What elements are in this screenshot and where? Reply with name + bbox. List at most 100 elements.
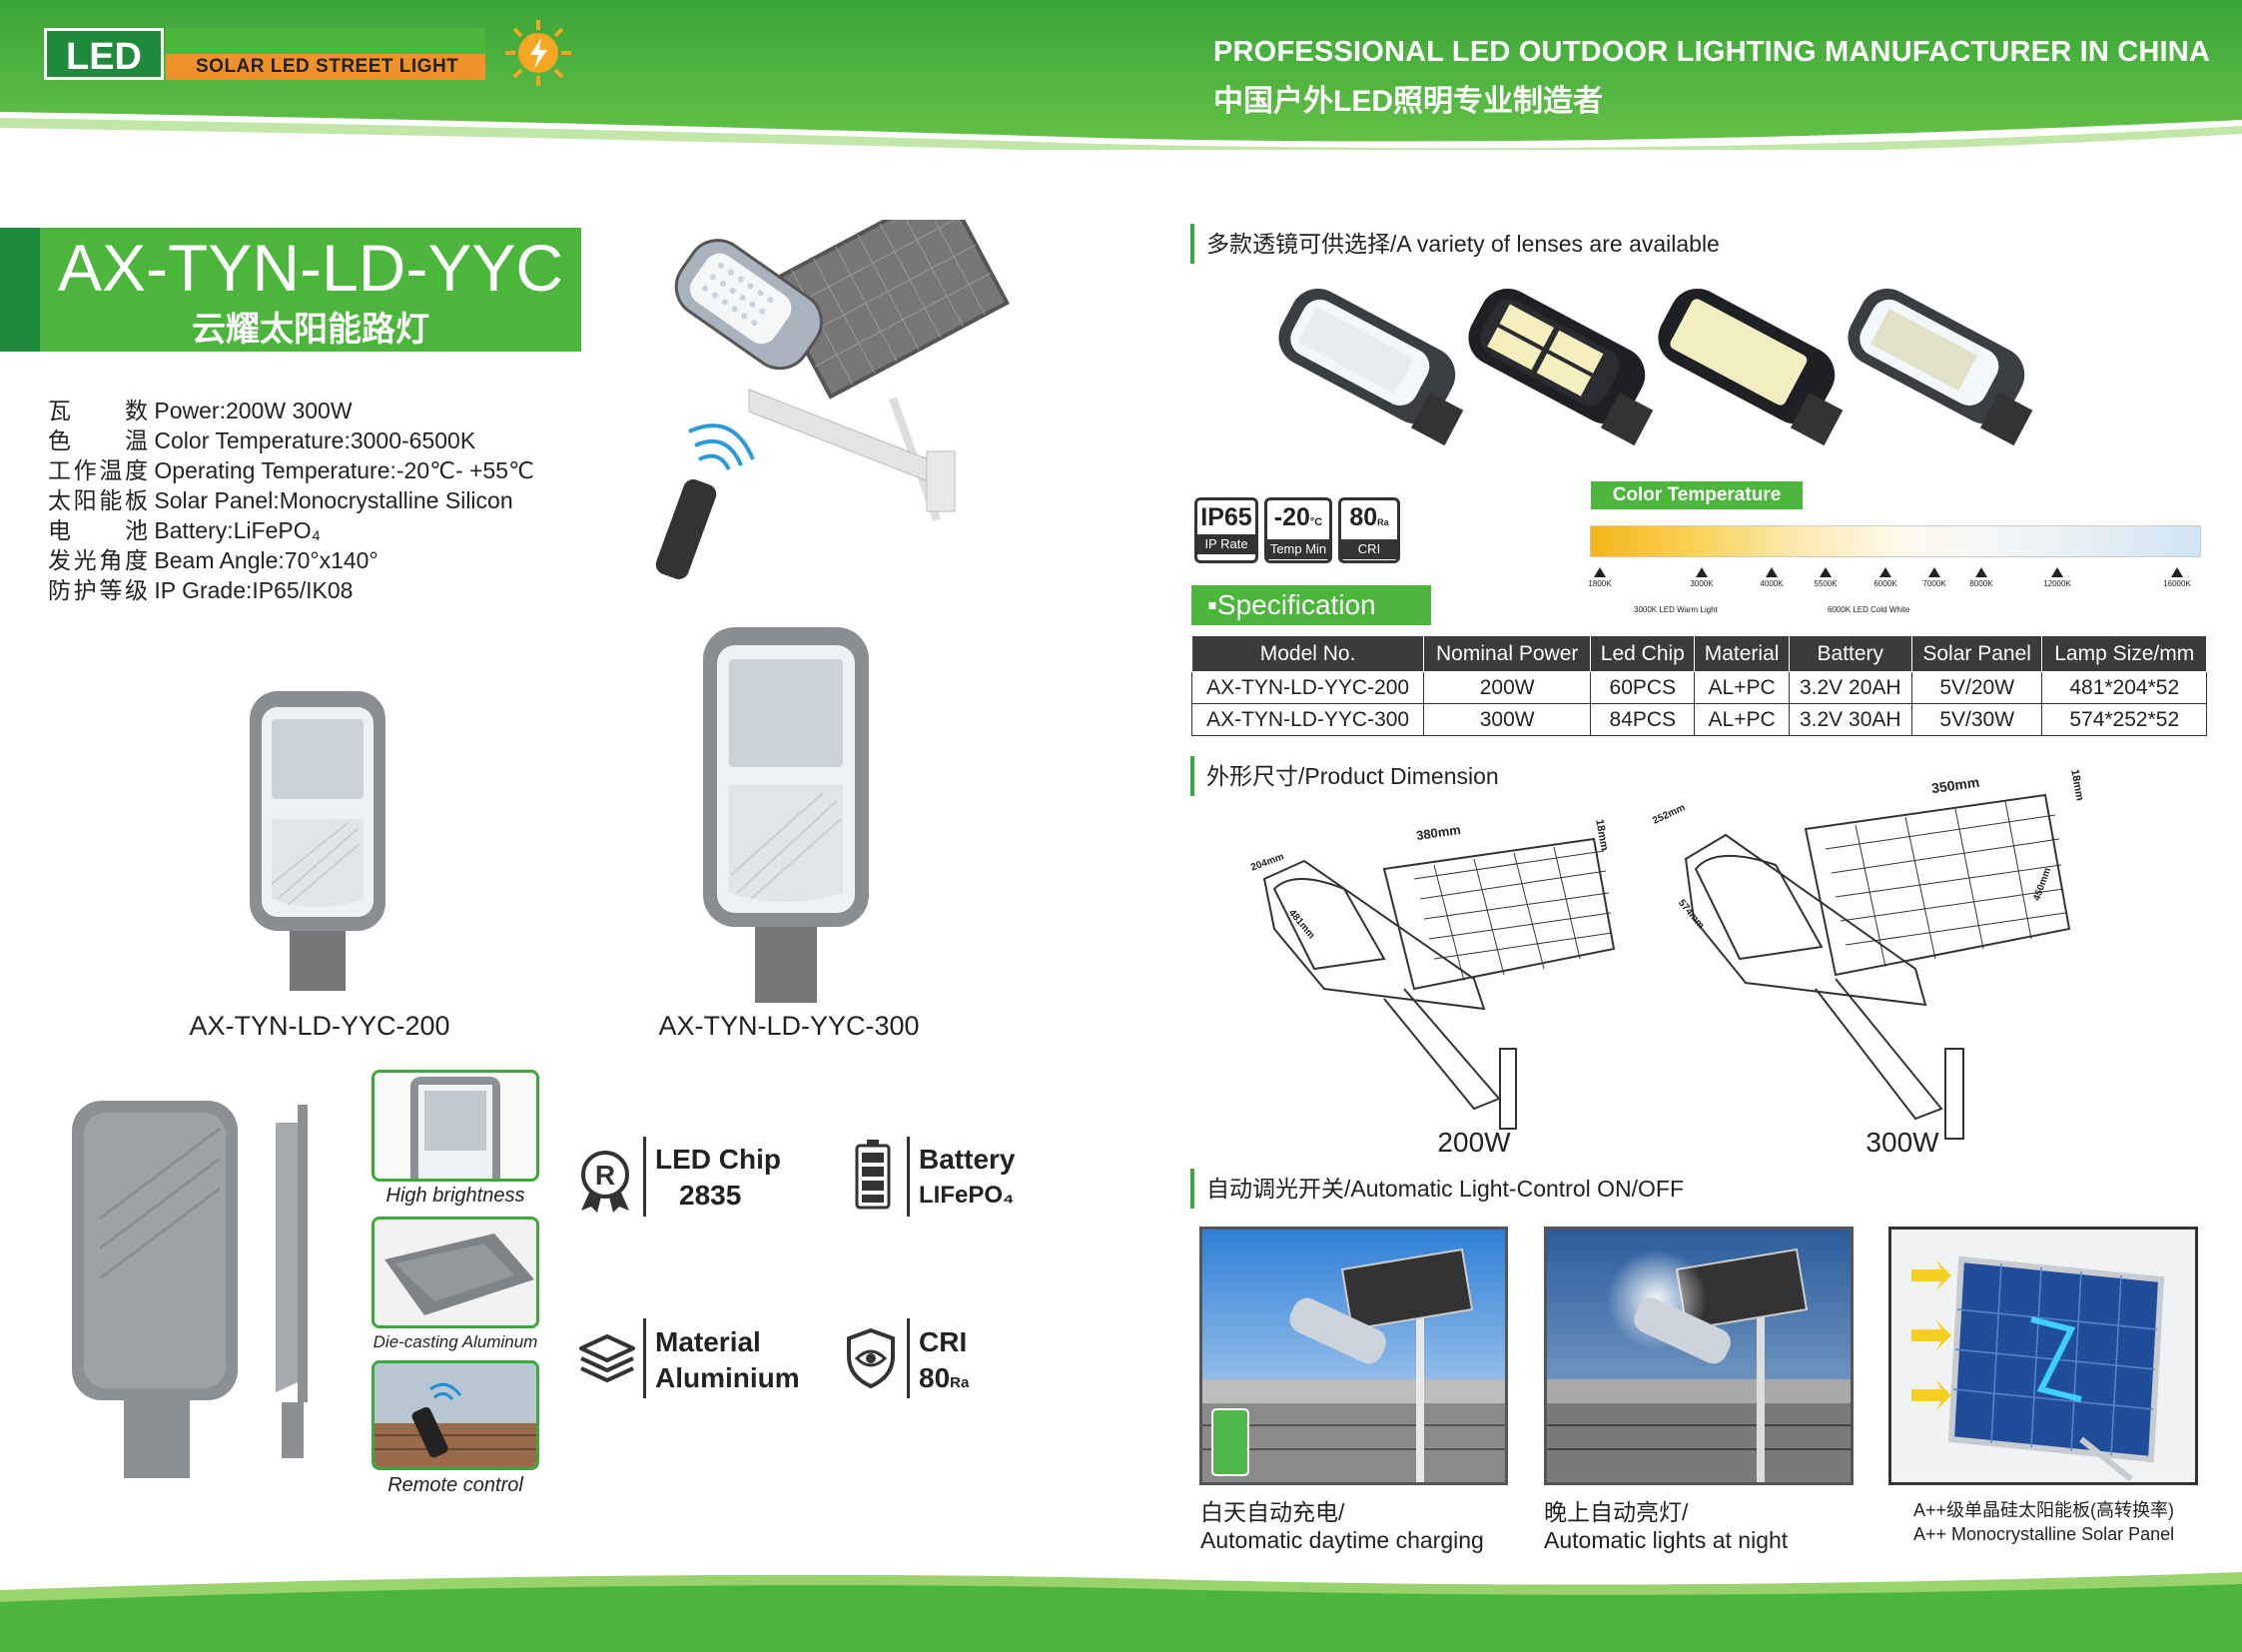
spec-value: Color Temperature:3000-6500K <box>154 427 476 453</box>
cri-value: 80 <box>919 1362 951 1393</box>
eye-shield-icon <box>847 1328 895 1388</box>
monocrystalline-panel-photo <box>1888 1227 2198 1485</box>
table-cell: 5V/20W <box>1910 671 2043 704</box>
dimension-heading: 外形尺寸/Product Dimension <box>1190 756 1499 796</box>
color-temperature-bar <box>1590 525 2201 557</box>
feature-die-casting-image <box>372 1217 539 1328</box>
header-banner <box>0 0 2242 150</box>
dimension-300-caption: 300W <box>1866 1127 1939 1158</box>
cold-white-note: 6000K LED Cold White <box>1828 605 1910 614</box>
table-cell: 200W <box>1423 671 1592 704</box>
badge-value: 80 <box>1349 503 1378 531</box>
ct-tick-marker-icon <box>2171 567 2183 577</box>
logo-green-strip <box>166 28 485 54</box>
ct-tick: 3000K <box>1677 567 1727 588</box>
badge-label: IP Rate <box>1197 534 1255 554</box>
ct-tick: 4000K <box>1747 567 1797 588</box>
caption-chinese: 晚上自动亮灯/ <box>1544 1499 1689 1525</box>
ct-tick-label: 1800K <box>1588 579 1612 588</box>
spec-key: 瓦数 <box>48 398 148 423</box>
spec-key: 防护等级 <box>48 577 148 603</box>
column-header: Lamp Size/mm <box>2041 635 2207 672</box>
cri-title: CRI <box>919 1326 968 1357</box>
badge-unit: Ra <box>1377 517 1389 527</box>
spec-key: 工作温度 <box>48 457 148 483</box>
svg-text:R: R <box>595 1160 615 1191</box>
warm-light-note: 3000K LED Warm Light <box>1634 605 1718 614</box>
table-cell: AX-TYN-LD-YYC-200 <box>1190 671 1425 704</box>
spec-key: 电池 <box>48 517 148 543</box>
dimension-200-caption: 200W <box>1437 1127 1511 1158</box>
battery-icon <box>855 1140 891 1210</box>
ct-tick: 1800K <box>1575 567 1625 588</box>
layers-icon <box>579 1334 635 1382</box>
night-lights-photo <box>1544 1227 1854 1485</box>
spec-value: IP Grade:IP65/IK08 <box>154 577 354 603</box>
feature-caption: Remote control <box>387 1474 523 1496</box>
spec-value: Solar Panel:Monocrystalline Silicon <box>154 487 513 513</box>
dimension-300-drawing <box>1684 793 2071 1140</box>
spec-value: Power:200W 300W <box>154 398 353 423</box>
ct-tick-marker-icon <box>1766 567 1778 577</box>
ct-tick: 12000K <box>2032 567 2082 588</box>
table-cell: 574*252*52 <box>2041 703 2207 736</box>
table-row: AX-TYN-LD-YYC-300 300W 84PCS AL+PC 3.2V … <box>1190 703 2207 736</box>
lamp-200-caption: AX-TYN-LD-YYC-200 <box>189 1011 450 1041</box>
ct-tick-marker-icon <box>2051 567 2063 577</box>
led-chip-icon: R <box>581 1151 629 1213</box>
cri-label: CRI 80Ra <box>919 1324 969 1401</box>
spec-line: 色温 Color Temperature:3000-6500K <box>48 421 475 455</box>
ct-tick-marker-icon <box>1879 567 1891 577</box>
auto-control-heading: 自动调光开关/Automatic Light-Control ON/OFF <box>1190 1169 1684 1209</box>
table-cell: 300W <box>1423 703 1592 736</box>
sun-bolt-icon <box>505 20 571 86</box>
divider <box>643 1318 646 1398</box>
material-title: Material <box>655 1326 761 1357</box>
ct-tick-label: 6000K <box>1873 579 1897 588</box>
ct-tick-label: 8000K <box>1969 579 1993 588</box>
feature-caption: High brightness <box>385 1185 525 1207</box>
badge-unit: °C <box>1309 516 1323 528</box>
ct-tick-label: 12000K <box>2043 579 2071 588</box>
table-cell: AX-TYN-LD-YYC-300 <box>1190 703 1425 736</box>
slogan-chinese: 中国户外LED照明专业制造者 <box>1213 85 1603 118</box>
table-cell: 5V/30W <box>1910 703 2043 736</box>
ct-tick-label: 5500K <box>1814 579 1838 588</box>
caption-english: Automatic daytime charging <box>1200 1527 1484 1553</box>
spec-table: Model No. Nominal Power Led Chip Materia… <box>1190 635 2207 736</box>
lamp-side-view-image <box>276 1105 308 1458</box>
spec-line: 电池 Battery:LiFePO₄ <box>48 511 321 545</box>
table-cell: 84PCS <box>1590 703 1696 736</box>
battery-value: LIFePO₄ <box>919 1182 1015 1209</box>
night-lights-caption: 晚上自动亮灯/Automatic lights at night <box>1544 1498 1788 1554</box>
table-cell: 3.2V 20AH <box>1788 671 1912 704</box>
badge-value: -20 <box>1273 503 1310 531</box>
spec-key: 发光角度 <box>48 547 148 573</box>
caption-english: Automatic lights at night <box>1544 1527 1789 1553</box>
ct-tick-marker-icon <box>1594 567 1606 577</box>
ct-tick-marker-icon <box>1696 567 1708 577</box>
led-chip-value: 2835 <box>679 1180 742 1211</box>
table-row: AX-TYN-LD-YYC-200 200W 60PCS AL+PC 3.2V … <box>1190 671 2207 704</box>
model-title: AX-TYN-LD-YYC <box>57 231 564 305</box>
cri-unit: Ra <box>950 1374 970 1391</box>
column-header: Nominal Power <box>1423 635 1592 672</box>
daytime-charging-caption: 白天自动充电/Automatic daytime charging <box>1200 1498 1484 1554</box>
ct-tick: 6000K <box>1861 567 1910 588</box>
table-cell: AL+PC <box>1694 703 1790 736</box>
spec-value: Operating Temperature:-20℃- +55℃ <box>154 457 534 483</box>
lenses-heading: 多款透镜可供选择/A variety of lenses are availab… <box>1190 224 1720 264</box>
ct-tick-marker-icon <box>1928 567 1940 577</box>
color-temperature-label: Color Temperature <box>1591 481 1803 509</box>
model-name-chinese: 云耀太阳能路灯 <box>192 311 429 349</box>
spec-value: Beam Angle:70°x140° <box>154 547 378 573</box>
spec-key: 太阳能板 <box>48 487 148 513</box>
lens-variants-image <box>1278 288 2033 446</box>
spec-key: 色温 <box>48 427 148 453</box>
column-header: Material <box>1694 635 1790 672</box>
